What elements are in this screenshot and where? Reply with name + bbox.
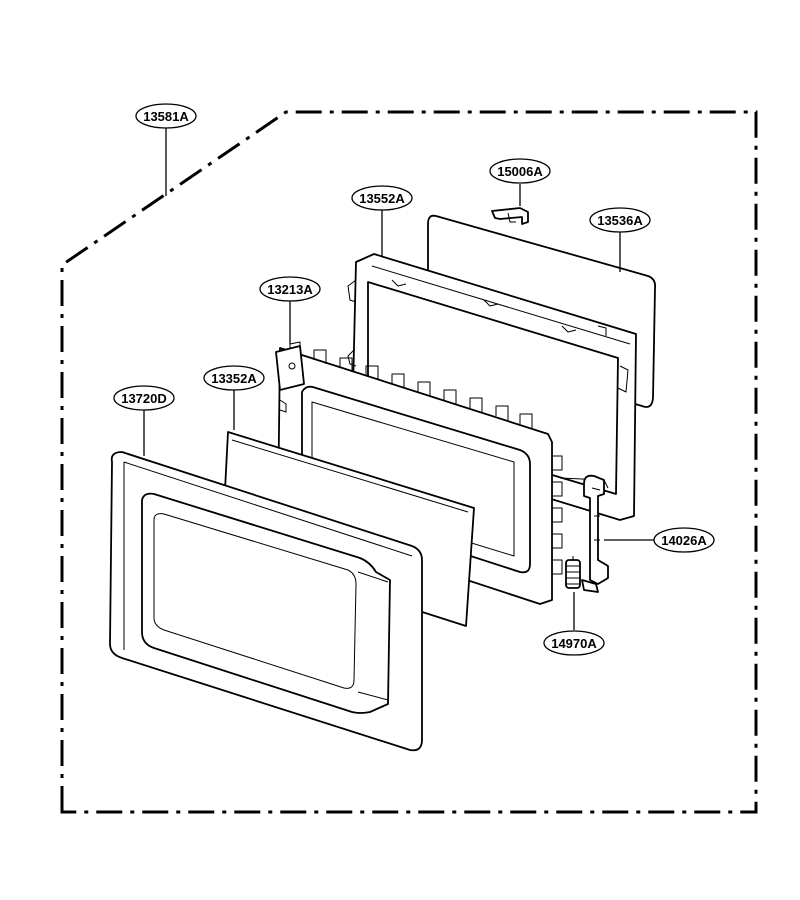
label-text-13720D: 13720D xyxy=(121,391,167,406)
label-14026A: 14026A xyxy=(653,527,715,553)
label-text-13352A: 13352A xyxy=(211,371,257,386)
label-text-13213A: 13213A xyxy=(267,282,313,297)
label-15006A: 15006A xyxy=(489,158,551,184)
hinge-link-part xyxy=(581,474,609,593)
label-13720D: 13720D xyxy=(113,385,175,411)
label-text-14970A: 14970A xyxy=(551,636,597,651)
label-13352A: 13352A xyxy=(203,365,265,391)
label-text-15006A: 15006A xyxy=(497,164,543,179)
label-13581A: 13581A xyxy=(135,103,197,129)
label-13213A: 13213A xyxy=(259,276,321,302)
door-outer-part xyxy=(109,451,423,752)
top-bracket-part xyxy=(491,207,529,225)
spring-part xyxy=(565,556,581,589)
label-text-14026A: 14026A xyxy=(661,533,707,548)
label-13552A: 13552A xyxy=(351,185,413,211)
label-14970A: 14970A xyxy=(543,630,605,656)
label-13536A: 13536A xyxy=(589,207,651,233)
label-text-13552A: 13552A xyxy=(359,191,405,206)
label-text-13581A: 13581A xyxy=(143,109,189,124)
label-text-13536A: 13536A xyxy=(597,213,643,228)
